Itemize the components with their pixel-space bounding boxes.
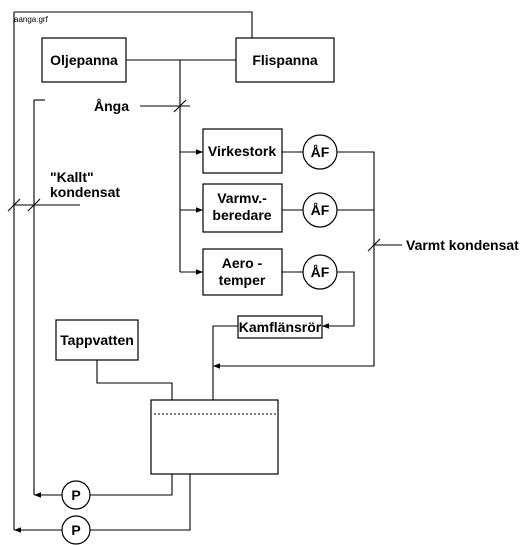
kamflansror-label: Kamflänsrör [239,319,322,335]
varmv-label-line1: Varmv.- [217,190,267,206]
kallt-label-line1: "Kallt" [50,169,94,185]
steam-trap-2-label: ÅF [311,202,330,218]
aero-label-line1: Aero - [222,255,263,271]
pump1-to-tank [90,474,173,496]
file-label: aanga.grf [14,15,49,24]
varmvattenberedare-box [202,183,283,233]
kallt-label-line2: kondensat [50,184,120,200]
trap3-to-kamflansror [322,271,355,329]
warm-condensate-collector [213,151,375,369]
virkestork-box [202,128,283,174]
varmv-label-line2: beredare [212,207,271,223]
flispanna-box [235,37,335,83]
oljepanna-label: Oljepanna [50,52,118,68]
pump2-to-tank [90,474,191,531]
cold-break-mark-2 [27,198,41,212]
aerotemper-box [202,248,283,296]
tappvatten-label: Tappvatten [60,332,134,348]
steam-trap-3 [302,254,338,290]
kamflansror-box [237,315,323,339]
pump-1-label: P [71,487,80,503]
feed-water-tank [150,399,279,475]
cold-break-mark-1 [7,198,21,212]
flispanna-label: Flispanna [252,52,318,68]
pump-2 [61,515,91,545]
tappvatten-box [55,319,139,361]
outer-return-line [14,11,253,38]
varmt-kondensat-label: Varmt kondensat [406,237,519,253]
steam-trap-1-label: ÅF [311,144,330,160]
pump-1 [61,480,91,510]
steam-break-mark [173,99,187,113]
steam-trap-1 [302,134,338,170]
pump-2-label: P [71,522,80,538]
oljepanna-box [41,37,127,83]
steam-trap-2 [302,192,338,228]
warm-condensate-break-mark [367,238,381,252]
anga-label: Ånga [94,98,129,114]
steam-trap-3-label: ÅF [311,264,330,280]
virkestork-label: Virkestork [208,143,276,159]
aero-label-line2: temper [219,272,266,288]
